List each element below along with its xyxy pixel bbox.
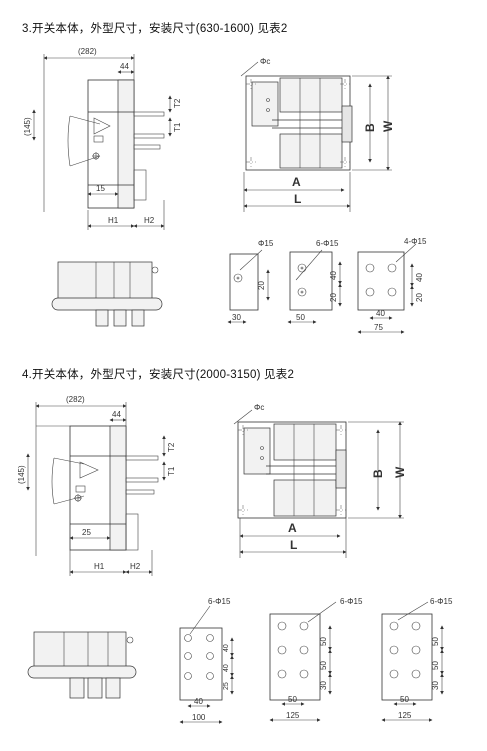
s3-dim-15: 15 xyxy=(96,184,105,193)
s4-dim-44: 44 xyxy=(112,410,121,419)
s3-p3-dim-20: 20 xyxy=(415,293,424,302)
s3-dim-44: 44 xyxy=(120,62,129,71)
s4-p1-dim-40c: 40 xyxy=(194,697,203,706)
s3-dim-282: (282) xyxy=(78,47,97,56)
s4-dim-phic: Φc xyxy=(254,403,264,412)
s3-dim-phic: Φc xyxy=(260,57,270,66)
s3-dim-h2: H2 xyxy=(144,216,155,225)
s4-p3-dim-50a: 50 xyxy=(431,637,440,646)
s4-hole-pattern-2: 6-Φ15 50 50 30 50 125 xyxy=(269,597,363,722)
s4-dim-t2: T2 xyxy=(167,442,176,452)
s4-p3-dim-50b: 50 xyxy=(431,661,440,670)
s4-dim-l: L xyxy=(290,538,297,552)
s3-p1-holes: Φ15 xyxy=(258,239,274,248)
s4-dim-25: 25 xyxy=(82,528,91,537)
s4-p2-dim-30: 30 xyxy=(319,681,328,690)
s4-hole-pattern-1: 6-Φ15 40 40 25 40 100 xyxy=(179,597,234,724)
s4-p2-dim-50a: 50 xyxy=(319,637,328,646)
s4-side-view: (282) 44 (145) T2 T1 25 H1 H2 xyxy=(17,395,176,576)
s4-dim-282: (282) xyxy=(66,395,85,404)
s3-dim-w: W xyxy=(381,120,395,132)
s3-p1-dim-30: 30 xyxy=(232,313,241,322)
s4-dim-a: A xyxy=(288,521,297,535)
s3-p2-dim-50: 50 xyxy=(296,313,305,322)
s3-p3-dim-40a: 40 xyxy=(415,273,424,282)
s3-dim-b: B xyxy=(363,123,377,132)
s3-p2-dim-20: 20 xyxy=(329,293,338,302)
s4-p2-holes: 6-Φ15 xyxy=(340,597,363,606)
s3-side-view: (282) 44 (145) T2 T1 15 H1 H2 xyxy=(23,47,182,230)
s3-p3-holes: 4-Φ15 xyxy=(404,237,427,246)
s3-p1-dim-20: 20 xyxy=(257,281,266,290)
s4-dim-h2: H2 xyxy=(130,562,141,571)
s3-p3-dim-75: 75 xyxy=(374,323,383,332)
s3-p2-dim-40: 40 xyxy=(329,271,338,280)
s4-p3-holes: 6-Φ15 xyxy=(430,597,453,606)
s4-p3-dim-50c: 50 xyxy=(400,695,409,704)
s4-p1-holes: 6-Φ15 xyxy=(208,597,231,606)
s4-p1-dim-40a: 40 xyxy=(223,644,230,652)
s3-hole-pattern-3: 4-Φ15 40 20 40 75 xyxy=(357,237,427,334)
s4-p2-dim-50c: 50 xyxy=(288,695,297,704)
s4-dim-b: B xyxy=(371,469,385,478)
s4-p2-dim-50b: 50 xyxy=(319,661,328,670)
s3-dim-l: L xyxy=(294,192,301,206)
s3-p3-dim-40b: 40 xyxy=(376,309,385,318)
s3-dim-145: (145) xyxy=(23,117,32,136)
s3-p2-holes: 6-Φ15 xyxy=(316,239,339,248)
s3-hole-pattern-1: Φ15 20 30 xyxy=(227,239,274,324)
s4-p1-dim-100: 100 xyxy=(192,713,206,722)
s4-p2-dim-125: 125 xyxy=(286,711,300,720)
s4-dim-w: W xyxy=(393,466,407,478)
s3-dim-t1: T1 xyxy=(173,122,182,132)
s4-dim-t1: T1 xyxy=(167,466,176,476)
s3-dim-h1: H1 xyxy=(108,216,119,225)
s4-p3-dim-30: 30 xyxy=(431,681,440,690)
s4-hole-pattern-3: 6-Φ15 50 50 30 50 125 xyxy=(381,597,453,722)
s3-dim-t2: T2 xyxy=(173,98,182,108)
s3-3d-sketch xyxy=(51,261,163,327)
s4-p1-dim-25: 25 xyxy=(223,682,230,690)
section-3-title: 3.开关本体，外型尺寸，安装尺寸(630-1600) 见表2 xyxy=(22,23,288,35)
s3-hole-pattern-2: 6-Φ15 40 20 50 xyxy=(287,239,342,324)
s4-p1-dim-40b: 40 xyxy=(223,664,230,672)
s3-dim-a: A xyxy=(292,175,301,189)
s4-p3-dim-125: 125 xyxy=(398,711,412,720)
s4-dim-145: (145) xyxy=(17,465,26,484)
s3-front-view: Φc B W A L xyxy=(240,57,395,212)
s4-3d-sketch xyxy=(27,631,137,699)
s4-dim-h1: H1 xyxy=(94,562,105,571)
s4-front-view: Φc B W A L xyxy=(233,403,407,558)
section-4-title: 4.开关本体，外型尺寸，安装尺寸(2000-3150) 见表2 xyxy=(22,369,295,381)
